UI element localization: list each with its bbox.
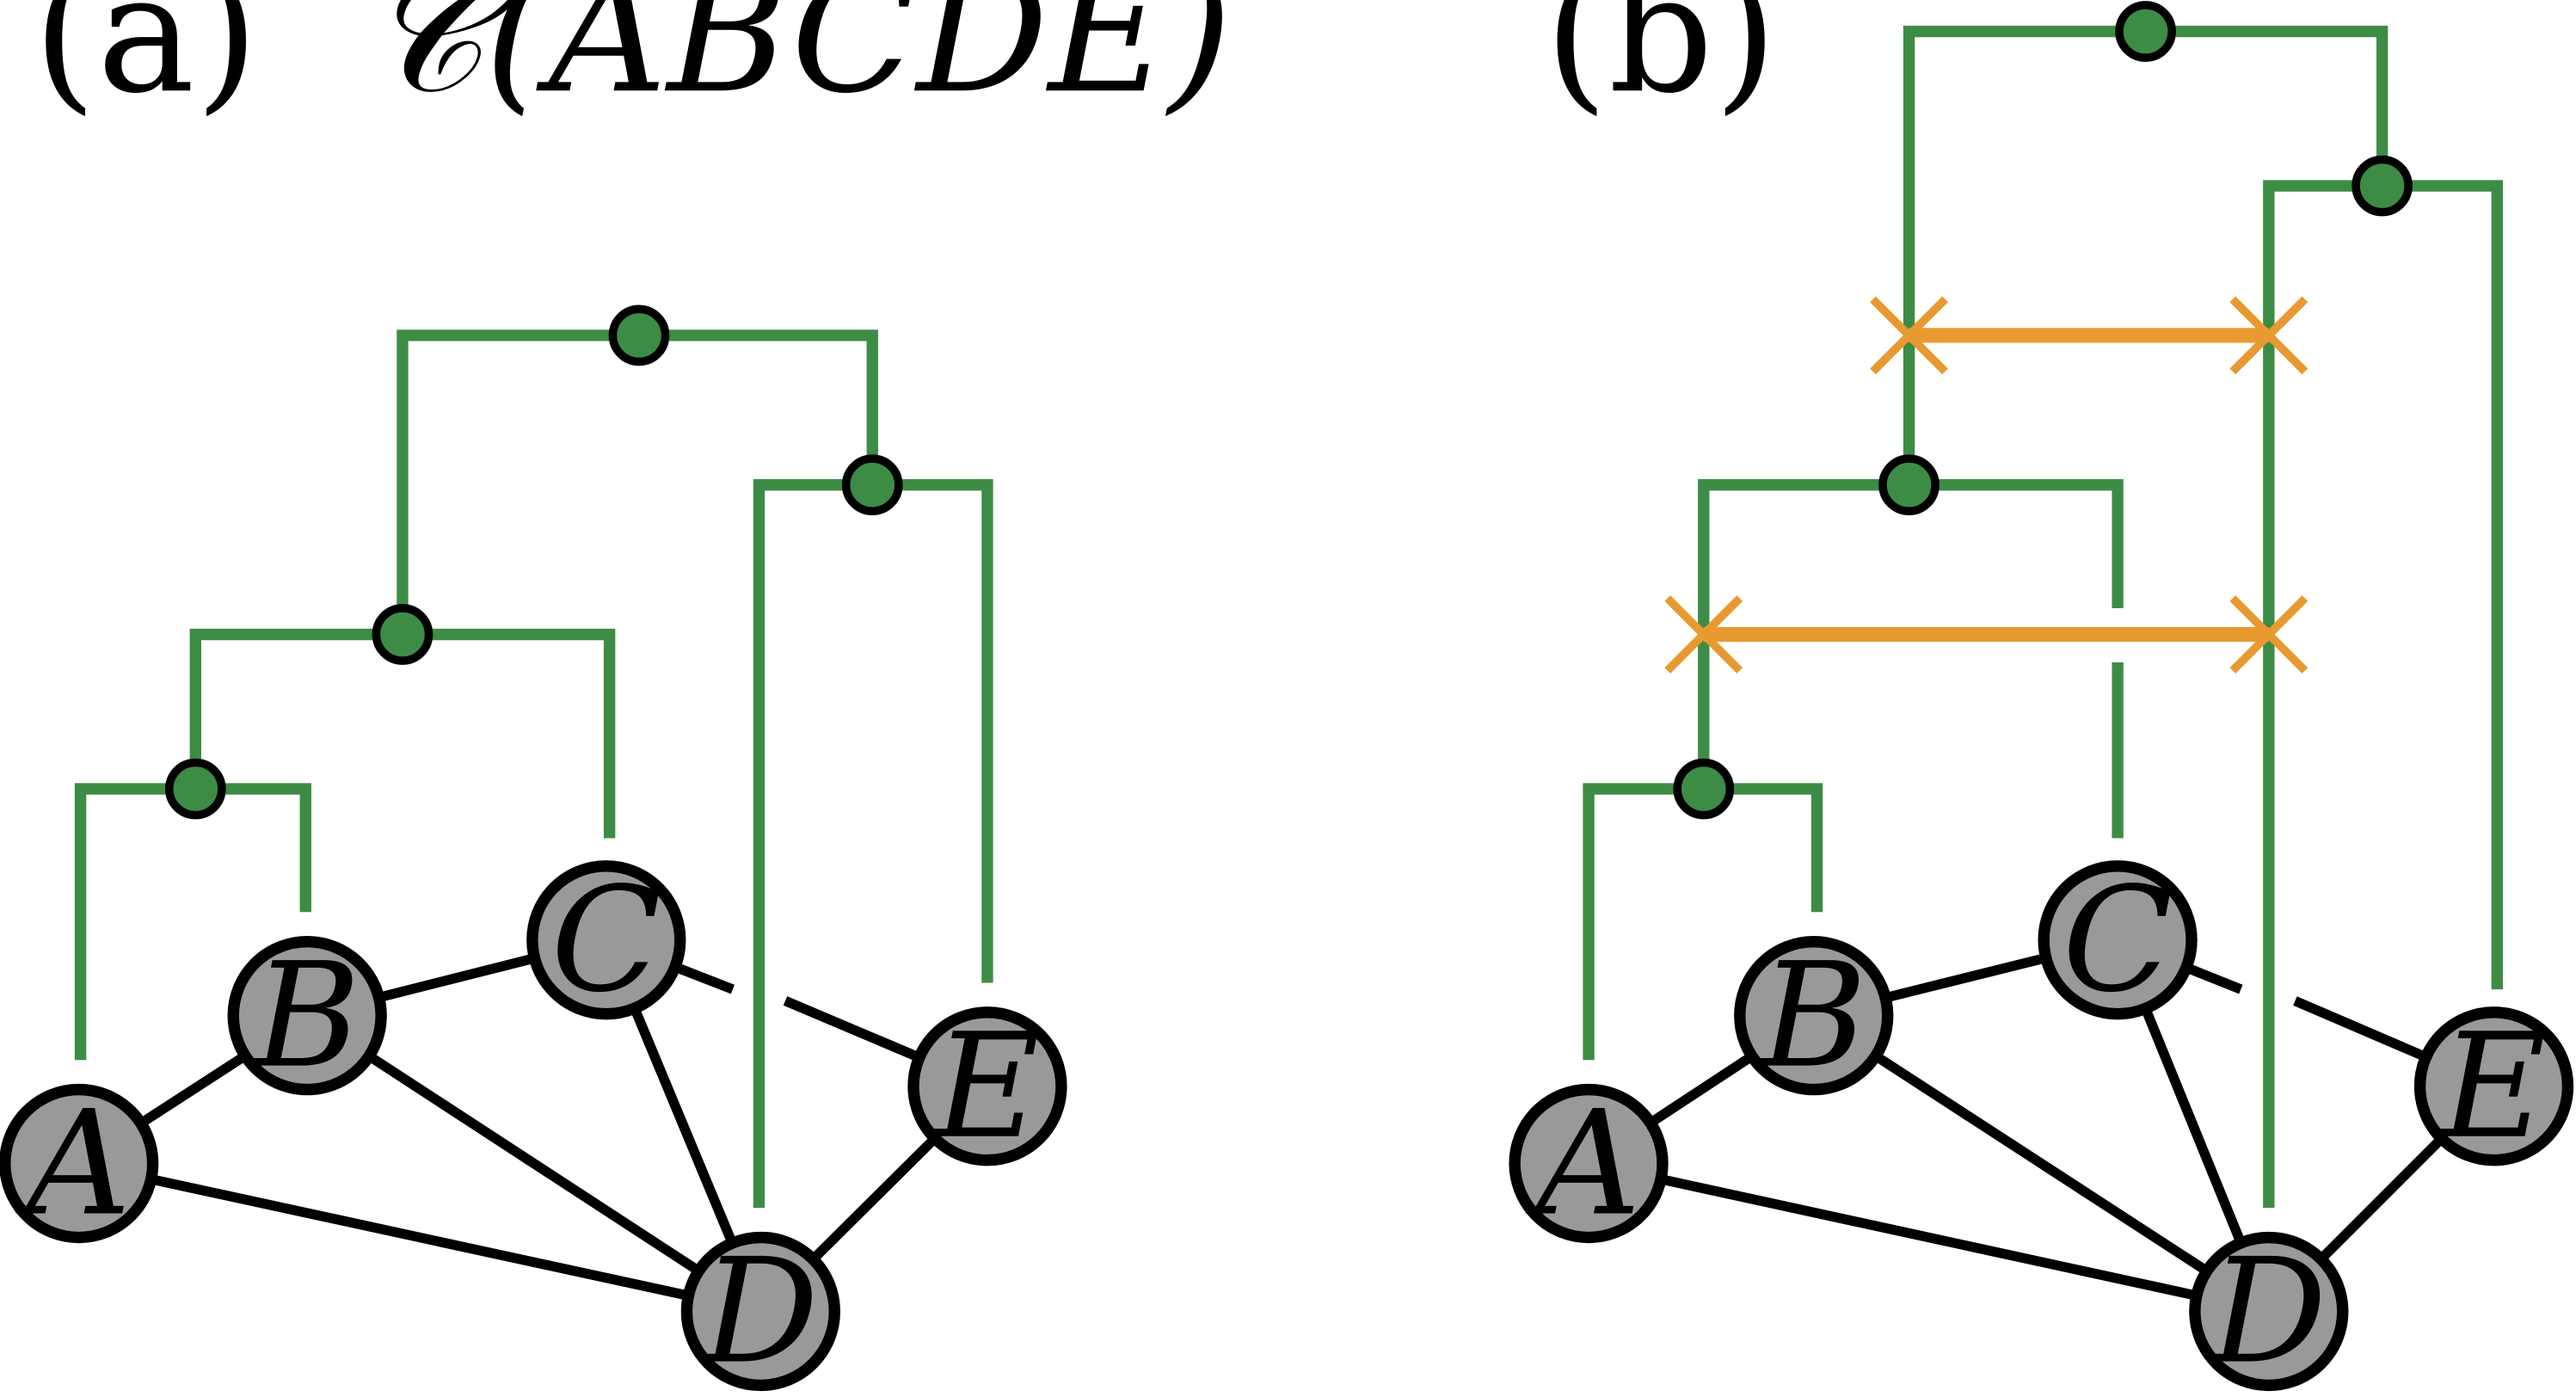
- panel-a-graph-nodes: A B C D E: [0, 856, 1067, 1395]
- tree-node-ab: [164, 758, 226, 820]
- node-c: C: [526, 856, 686, 1025]
- node-d: D: [680, 1227, 841, 1395]
- panel-a: (a) 𝒞(ABCDE): [0, 0, 1233, 1395]
- node-a-label: A: [15, 1080, 131, 1248]
- edge-b-d: [1811, 1011, 2272, 1316]
- node-c-label: C: [2063, 856, 2173, 1025]
- panel-b-graph-nodes: A B C D E: [1509, 856, 2574, 1395]
- panel-a-tree-nodes: [164, 305, 903, 820]
- tree-node-de: [841, 454, 903, 516]
- edge-b-d: [304, 1011, 764, 1316]
- node-a: A: [0, 1080, 159, 1248]
- node-e: E: [2413, 1002, 2574, 1171]
- swap-upper-cross-left-2: [1870, 296, 1948, 375]
- swap-lower-cross-left-2: [1664, 595, 1743, 674]
- panel-a-graph-edges: [76, 935, 991, 1317]
- panel-b: (b): [1509, 0, 2574, 1395]
- node-b-label: B: [1758, 932, 1867, 1100]
- tree-node-ab: [1673, 758, 1735, 820]
- panel-a-formula: 𝒞(ABCDE): [365, 0, 1233, 130]
- node-b-label: B: [251, 932, 360, 1100]
- node-c: C: [2038, 856, 2198, 1025]
- tree-branch-root: [1903, 25, 2388, 485]
- node-e: E: [907, 1002, 1067, 1171]
- swap-lower-cross-right-2: [2229, 595, 2309, 674]
- swap-upper-cross-right-2: [2229, 296, 2309, 375]
- node-b: B: [1734, 932, 1894, 1100]
- node-e-label: E: [932, 1002, 1041, 1171]
- tree-node-abc: [1878, 454, 1940, 516]
- node-d-label: D: [700, 1227, 819, 1395]
- node-e-label: E: [2438, 1002, 2547, 1171]
- panel-b-label: (b): [1544, 0, 1777, 130]
- node-b: B: [227, 932, 387, 1100]
- edge-a-d: [1587, 1158, 2271, 1317]
- panel-a-label: (a): [33, 0, 259, 130]
- node-d-label: D: [2208, 1227, 2327, 1395]
- tree-node-root: [2115, 1, 2176, 62]
- tree-branch-abc: [189, 628, 616, 839]
- panel-b-swap-upper: [1870, 296, 2309, 375]
- node-d: D: [2189, 1227, 2349, 1395]
- panel-b-graph-edges: [1585, 935, 2498, 1317]
- node-c-label: C: [551, 856, 662, 1025]
- tree-node-root: [608, 305, 670, 366]
- panel-b-swap-lower: [1664, 595, 2309, 674]
- tree-node-de: [2352, 155, 2413, 217]
- node-a-label: A: [1525, 1080, 1640, 1248]
- node-a: A: [1509, 1080, 1669, 1248]
- tree-node-abc: [372, 604, 433, 665]
- panel-b-tree-nodes: [1673, 1, 2413, 820]
- edge-a-d: [77, 1158, 762, 1317]
